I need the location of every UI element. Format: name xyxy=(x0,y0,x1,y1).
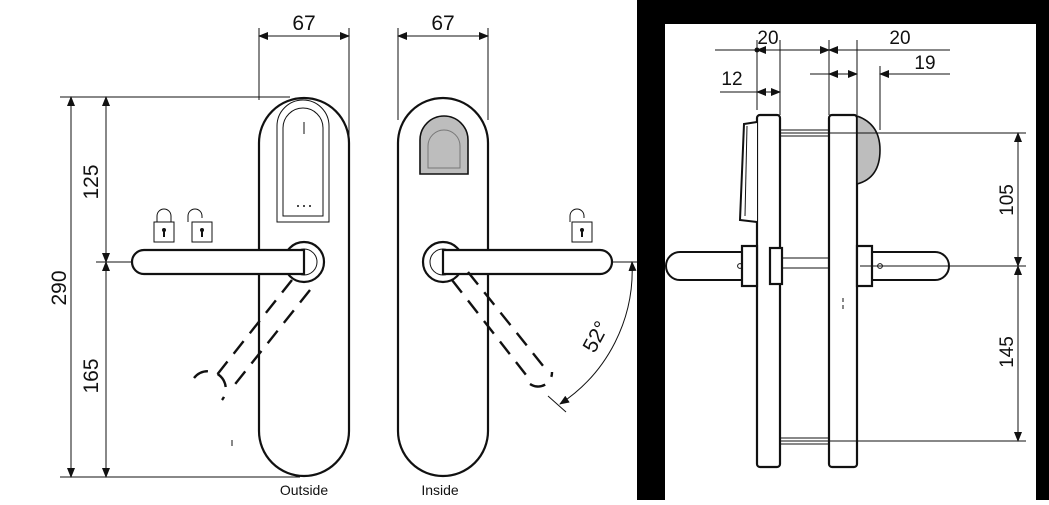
dim-67-inside: 67 xyxy=(431,12,454,35)
dim-12: 12 xyxy=(721,69,742,90)
dim-19: 19 xyxy=(914,53,935,74)
caption-outside: Outside xyxy=(280,482,328,498)
dim-52-deg: 52° xyxy=(579,318,614,357)
dim-67-outside: 67 xyxy=(292,12,315,35)
locked-padlock-icon xyxy=(153,208,175,243)
battery-cover xyxy=(419,115,469,175)
caption-inside: Inside xyxy=(421,482,459,498)
height-dimensions: 290 125 165 xyxy=(48,96,300,478)
side-view-panel: 20 20 19 12 xyxy=(637,0,1049,500)
outside-plate: 67 Outside xyxy=(130,12,351,498)
dim-20-right: 20 xyxy=(889,28,910,49)
dim-125: 125 xyxy=(80,164,103,199)
dim-20-left: 20 xyxy=(757,28,778,49)
dim-105: 105 xyxy=(997,184,1018,216)
inside-plate: 67 Inside xyxy=(396,12,614,498)
unlocked-padlock-icon xyxy=(569,208,593,243)
dim-145: 145 xyxy=(997,336,1018,368)
front-views: 290 125 165 67 xyxy=(48,12,640,498)
dim-165: 165 xyxy=(80,358,103,393)
angle-dimension: 52° xyxy=(547,261,640,413)
dim-290: 290 xyxy=(48,270,71,305)
unlocked-padlock-icon xyxy=(187,208,213,243)
